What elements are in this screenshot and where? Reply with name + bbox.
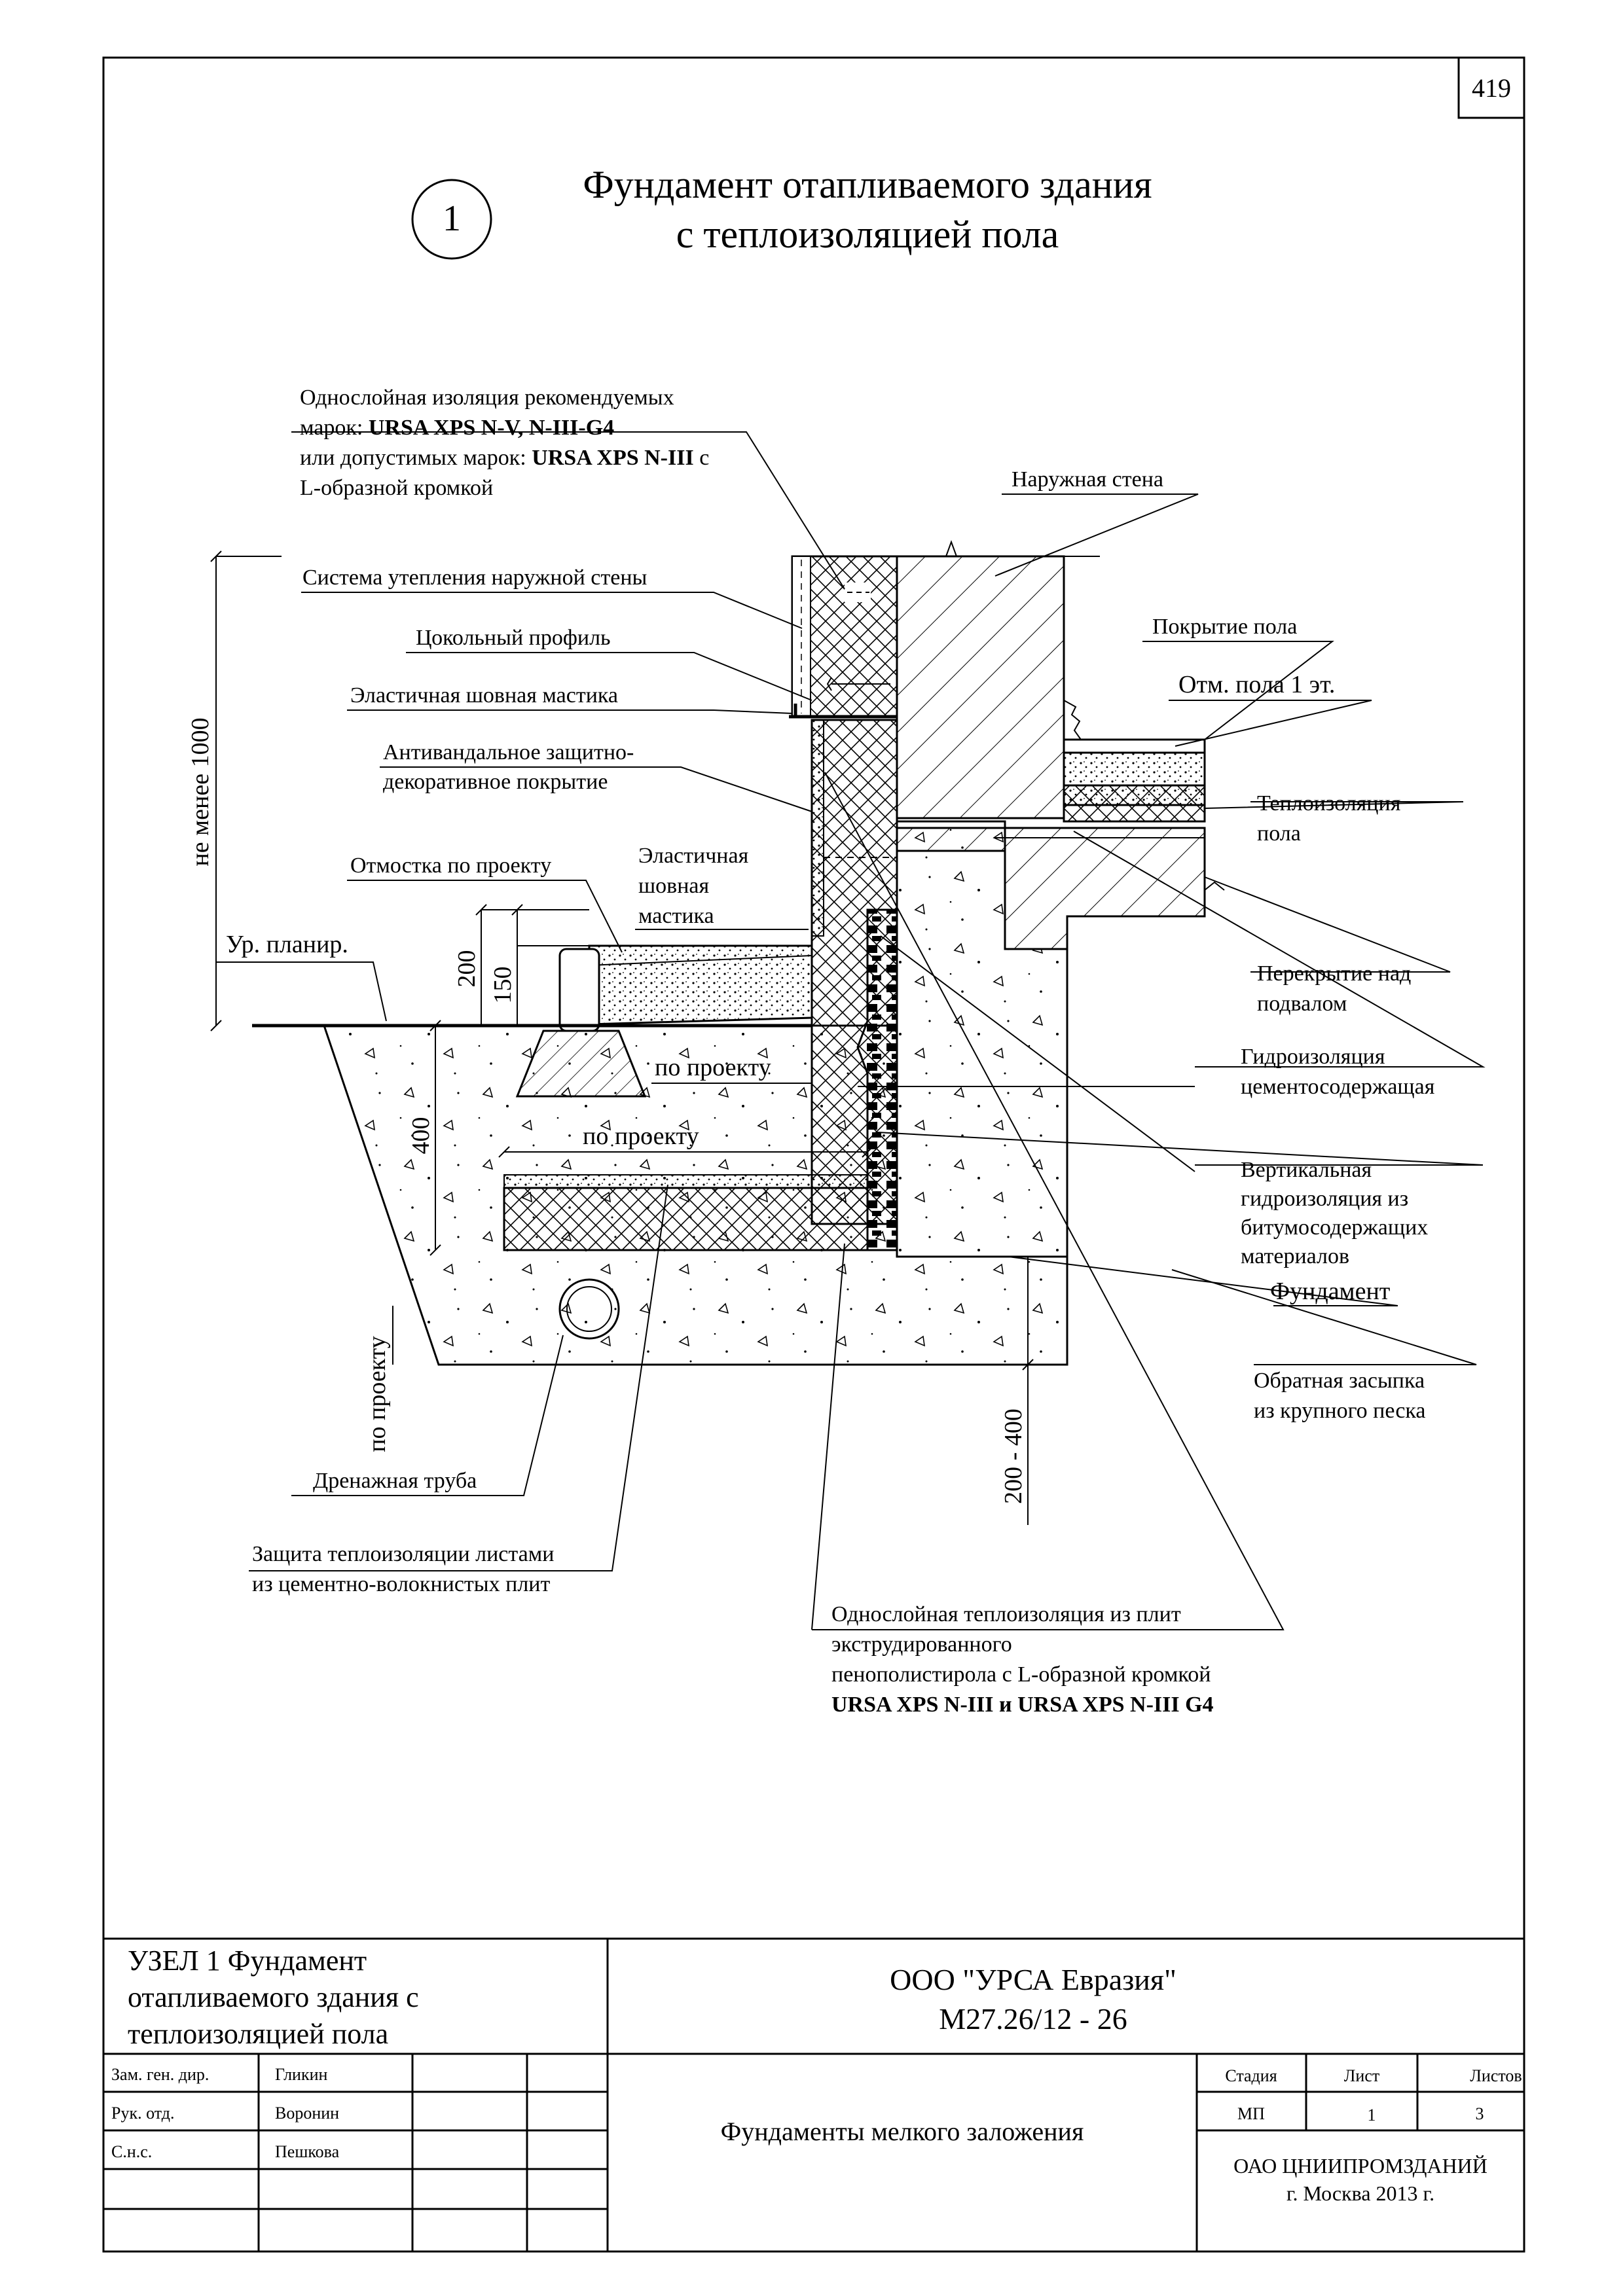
callout-plinth-profile: Цокольный профиль	[416, 626, 611, 650]
company-name: ООО "УРСА Евразия"	[890, 1963, 1176, 1996]
floor-covering	[1063, 738, 1206, 754]
callout-drain-pipe: Дренажная труба	[313, 1469, 477, 1493]
drawing-title-line1: Фундамент отапливаемого здания	[583, 163, 1152, 206]
foundation-section	[252, 540, 1225, 1366]
dim-200-400: 200 - 400	[1000, 1408, 1027, 1504]
org-line2: г. Москва 2013 г.	[1286, 2181, 1434, 2205]
callout-single-layer-line2: марок: URSA XPS N-V, N-III-G4	[300, 416, 614, 440]
callout-vertical-waterproofing-line2: гидроизоляция из	[1241, 1187, 1408, 1211]
node-title-line2: отапливаемого здания с	[128, 1981, 419, 2013]
node-title-line3: теплоизоляцией пола	[128, 2018, 388, 2050]
callout-vertical-waterproofing-line3: битумосодержащих	[1241, 1215, 1428, 1240]
role-1: Зам. ген. дир.	[111, 2065, 209, 2084]
drawing-title-line2: с теплоизоляцией пола	[676, 213, 1059, 256]
callout-grade-level: Ур. планир.	[226, 931, 348, 958]
name-1: Гликин	[275, 2065, 328, 2084]
basement-slab	[896, 827, 1206, 950]
callout-blind-area: Отмостка по проекту	[350, 853, 551, 878]
callout-texts: Однослойная изоляция рекомендуемых марок…	[226, 386, 1435, 1717]
title-block-text: УЗЕЛ 1 Фундамент отапливаемого здания с …	[111, 1945, 1522, 2205]
callout-outer-wall: Наружная стена	[1012, 467, 1163, 492]
node-marker-circle	[411, 179, 492, 260]
callout-single-layer-line4: L-образной кромкой	[300, 476, 493, 500]
callout-vertical-waterproofing-line1: Вертикальная	[1241, 1158, 1372, 1182]
outer-wall	[896, 555, 1065, 819]
callout-elastic-mastic-top: Эластичная шовная мастика	[350, 683, 618, 708]
callout-cement-waterproofing-line2: цементосодержащая	[1241, 1075, 1435, 1099]
callout-per-project-1: по проекту	[655, 1054, 771, 1081]
callout-xps-line2: экструдированного	[831, 1632, 1012, 1657]
sheet-number-box	[1457, 56, 1525, 119]
callout-elastic-mastic-lower-line3: мастика	[638, 904, 714, 928]
sheet-number: 419	[1472, 73, 1511, 103]
leader-lines	[216, 431, 1486, 1630]
callout-wall-insulation-system: Система утепления наружной стены	[302, 565, 647, 590]
callout-foundation: Фундамент	[1270, 1278, 1391, 1305]
callout-vertical-waterproofing-line4: материалов	[1241, 1244, 1349, 1268]
sheet-header: Лист	[1344, 2066, 1379, 2085]
callout-protection-line1: Защита теплоизоляции листами	[252, 1542, 554, 1566]
node-marker: 1	[443, 198, 461, 239]
curb-stone	[558, 948, 600, 1032]
stage-value: МП	[1237, 2104, 1265, 2123]
plinth-profile	[789, 704, 897, 719]
dimension-lines	[210, 550, 1034, 1525]
org-line1: ОАО ЦНИИПРОМЗДАНИЙ	[1233, 2154, 1487, 2178]
dimension-labels: не менее 1000 200 150 400 по проекту 200…	[187, 717, 1027, 1503]
callout-xps-line3: пенополистирола с L-образной кромкой	[831, 1662, 1211, 1687]
sheet-frame	[102, 56, 1525, 2253]
callout-backfill-line1: Обратная засыпка	[1254, 1369, 1425, 1393]
callout-basement-slab-line2: подвалом	[1257, 992, 1347, 1016]
horizontal-xps	[503, 1187, 869, 1251]
callout-per-project-2: по проекту	[583, 1122, 699, 1150]
callout-floor-insulation-line2: пола	[1257, 821, 1301, 846]
drawing-code: М27.26/12 - 26	[939, 2002, 1127, 2036]
dim-min-1000: не менее 1000	[187, 717, 214, 866]
stage-header: Стадия	[1225, 2066, 1277, 2085]
name-3: Пешкова	[275, 2142, 340, 2161]
sheet-value: 1	[1368, 2106, 1376, 2125]
dim-150: 150	[489, 967, 517, 1004]
drain-pipe	[558, 1278, 620, 1340]
antivandal-coating	[811, 719, 824, 937]
sheets-header: Листов	[1470, 2066, 1522, 2085]
callout-antivandal-line1: Антивандальное защитно-	[383, 740, 634, 764]
name-2: Воронин	[275, 2104, 339, 2123]
callout-antivandal-line2: декоративное покрытие	[383, 770, 608, 794]
sheets-value: 3	[1476, 2104, 1484, 2123]
callout-floor-insulation-line1: Теплоизоляция	[1257, 791, 1401, 816]
callout-xps-line4: URSA XPS N-III и URSA XPS N-III G4	[831, 1693, 1214, 1717]
dim-400: 400	[407, 1117, 435, 1155]
curb-base	[515, 1030, 647, 1098]
callout-single-layer-line3: или допустимых марок: URSA XPS N-III с	[300, 446, 709, 470]
callout-elastic-mastic-lower-line1: Эластичная	[638, 844, 749, 868]
callout-basement-slab-line1: Перекрытие над	[1257, 961, 1411, 986]
floor-insulation	[1063, 784, 1206, 823]
protection-sheet	[503, 1174, 868, 1189]
callout-single-layer-line1: Однослойная изоляция рекомендуемых	[300, 386, 674, 410]
dim-200: 200	[453, 950, 481, 988]
role-3: С.н.с.	[111, 2142, 152, 2161]
callout-floor-level: Отм. пола 1 эт.	[1178, 671, 1335, 698]
subject-title: Фундаменты мелкого заложения	[721, 2117, 1084, 2146]
callout-xps-line1: Однослойная теплоизоляция из плит	[831, 1602, 1181, 1626]
vertical-waterproofing	[856, 908, 898, 1251]
node-title-line1: УЗЕЛ 1 Фундамент	[128, 1945, 367, 1977]
callout-protection-line2: из цементно-волокнистых плит	[252, 1572, 550, 1596]
callout-elastic-mastic-lower-line2: шовная	[638, 874, 710, 898]
role-2: Рук. отд.	[111, 2104, 175, 2123]
callout-backfill-line2: из крупного песка	[1254, 1399, 1426, 1423]
callout-floor-covering: Покрытие пола	[1152, 615, 1297, 639]
dim-per-project-vertical: по проекту	[363, 1336, 391, 1452]
title-block	[103, 1937, 1524, 2251]
callout-cement-waterproofing-line1: Гидроизоляция	[1241, 1045, 1385, 1069]
